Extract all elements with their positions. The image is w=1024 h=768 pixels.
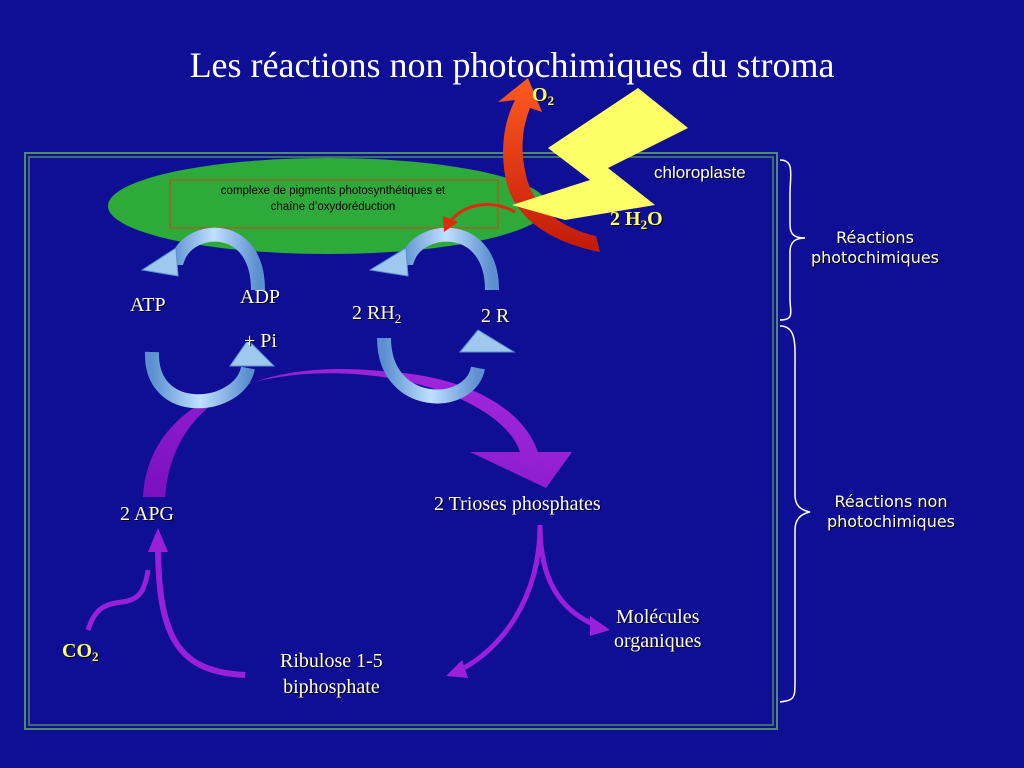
pigment-complex-label: complexe de pigments photosynthétiques e…: [168, 183, 498, 227]
r-label: 2 R: [481, 305, 510, 327]
co2-input-arrow: [85, 569, 151, 631]
light-bolt: [512, 88, 688, 220]
r-arrowhead-lower: [458, 329, 516, 353]
molecules-label: Molécules organiques: [614, 605, 701, 653]
page-title: Les réactions non photochimiques du stro…: [189, 45, 835, 85]
atp-arrowhead-upper: [140, 247, 179, 277]
trioses-to-ribulose-arrowhead: [446, 660, 468, 678]
molecules-line1: Molécules: [616, 606, 700, 628]
molecules-line2: organiques: [614, 630, 702, 652]
ribulose-to-apg-arrow: [155, 544, 246, 678]
pigment-complex-line1: complexe de pigments photosynthétiques e…: [220, 185, 446, 197]
ribulose-line1: Ribulose 1-5: [280, 650, 383, 672]
ribulose-to-apg-arrowhead: [148, 528, 168, 552]
trioses-to-ribulose-arrow: [458, 524, 543, 673]
water-to-complex-arrow: [448, 203, 516, 223]
trioses-label: 2 Trioses phosphates: [434, 493, 601, 515]
atp-to-adp-arc-lower: [144, 351, 255, 409]
rh2-arrowhead-upper: [368, 247, 409, 277]
water-label: 2 H2O: [610, 208, 663, 232]
adp-to-atp-arc-upper: [170, 227, 265, 291]
trioses-to-molecules-arrow: [537, 524, 596, 628]
chloroplast-box-inner: [28, 156, 774, 726]
brace-nonphotochemical-line1: Réactions non: [834, 492, 948, 511]
apg-label: 2 APG: [120, 503, 174, 525]
pigment-complex-box: [169, 179, 499, 229]
r-to-rh2-arc-upper: [400, 227, 499, 291]
chloroplast-box: [24, 152, 778, 730]
brace-photochemical: [779, 159, 806, 321]
apg-to-trioses-arrow: [143, 368, 572, 497]
pi-label: + Pi: [244, 330, 277, 352]
rh2-to-r-arc-lower: [377, 337, 485, 404]
atp-label: ATP: [130, 294, 166, 316]
trioses-to-molecules-arrowhead: [590, 616, 610, 636]
ribulose-line2: biphosphate: [283, 676, 380, 698]
adp-label: ADP: [240, 286, 281, 308]
water-to-complex-arrowhead: [443, 216, 458, 232]
brace-photochemical-label: Réactions photochimiques: [800, 228, 950, 268]
chloroplast-label: chloroplaste: [654, 163, 746, 182]
oxygen-release-arrow: [498, 78, 600, 252]
brace-nonphotochemical: [779, 325, 811, 703]
rh2-label: 2 RH2: [352, 302, 402, 326]
co2-label: CO2: [62, 640, 99, 664]
brace-photochemical-line2: photochimiques: [810, 248, 940, 267]
brace-photochemical-line1: Réactions: [836, 228, 914, 247]
pigment-complex-line2: chaîne d’oxydoréduction: [270, 201, 396, 213]
adp-arrowhead-lower: [229, 339, 276, 367]
ribulose-label: Ribulose 1-5 biphosphate: [280, 648, 383, 700]
oxygen-label: O2: [532, 84, 555, 108]
brace-nonphotochemical-line2: photochimiques: [826, 512, 956, 531]
brace-nonphotochemical-label: Réactions non photochimiques: [816, 492, 966, 532]
